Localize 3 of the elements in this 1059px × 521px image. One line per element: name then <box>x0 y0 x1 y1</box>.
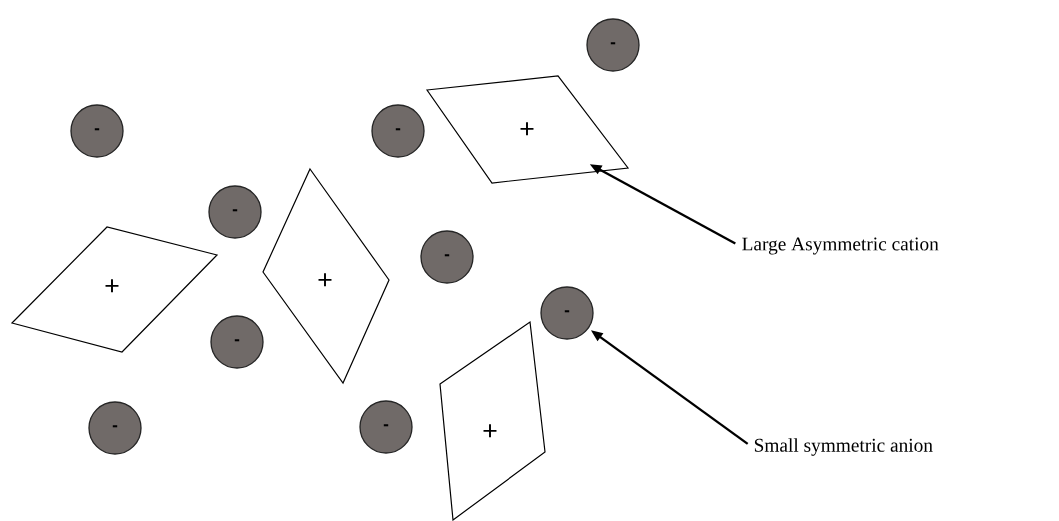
annotation-text: Large Asymmetric cation <box>742 237 939 255</box>
annotation-text: Small symmetric anion <box>754 438 933 456</box>
cation-parallelogram: + <box>439 320 546 521</box>
